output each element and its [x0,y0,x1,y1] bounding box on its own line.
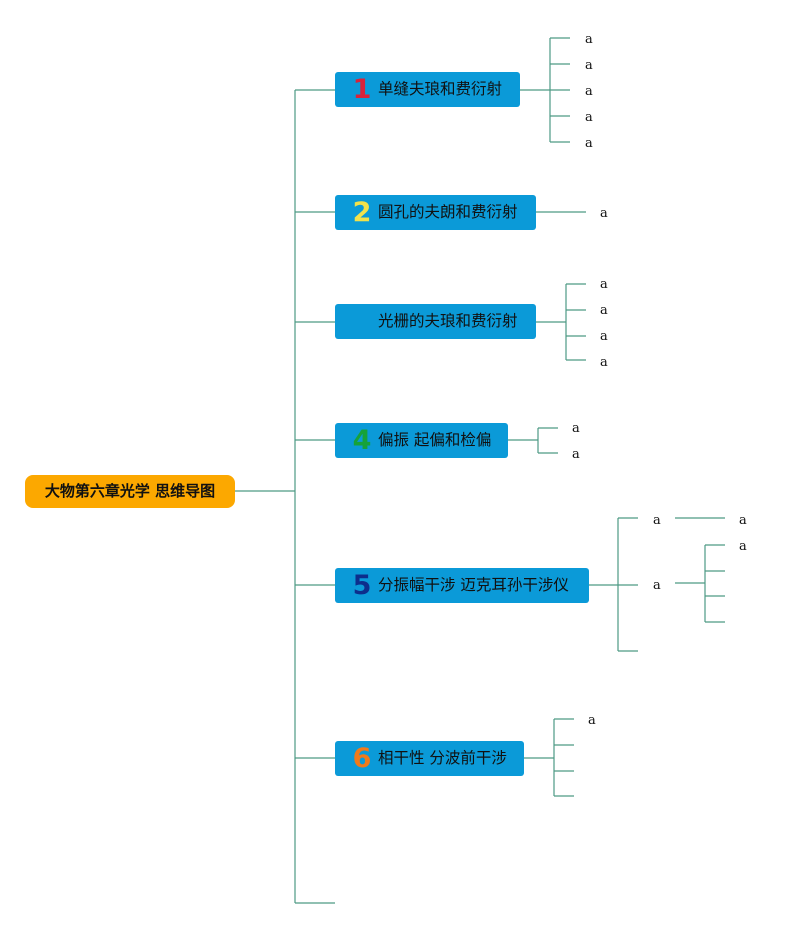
leaf-node[interactable]: a [585,32,593,47]
topic-3-label: 光栅的夫琅和费衍射 [378,312,518,330]
leaf-node[interactable]: a [588,713,596,728]
leaf-node[interactable]: a [600,206,608,221]
leaf-node[interactable]: a [600,329,608,344]
topic-1[interactable]: 1 单缝夫琅和费衍射 [335,72,520,107]
leaf-node[interactable]: a [653,578,661,593]
leaf-node[interactable]: a [600,277,608,292]
topic-2-label: 圆孔的夫朗和费衍射 [378,203,518,221]
topic-1-label: 单缝夫琅和费衍射 [378,80,503,98]
number-2-icon: 2 [352,197,372,228]
topic-5-label: 分振幅干涉 迈克耳孙干涉仪 [378,576,569,594]
leaf-node[interactable]: a [572,421,580,436]
topic-6[interactable]: 6 相干性 分波前干涉 [335,741,524,776]
leaf-node[interactable]: a [600,303,608,318]
leaf-node[interactable]: a [585,84,593,99]
topic-3[interactable]: 光栅的夫琅和费衍射 [335,304,536,339]
leaf-node[interactable]: a [653,513,661,528]
topic-5[interactable]: 5 分振幅干涉 迈克耳孙干涉仪 [335,568,589,603]
leaf-node[interactable]: a [585,110,593,125]
topic-2[interactable]: 2 圆孔的夫朗和费衍射 [335,195,536,230]
number-5-icon: 5 [352,570,372,601]
leaf-node[interactable]: a [585,136,593,151]
number-4-icon: 4 [352,425,372,456]
number-6-icon: 6 [352,743,372,774]
topic-4-label: 偏振 起偏和检偏 [378,431,492,449]
topic-6-label: 相干性 分波前干涉 [378,749,507,767]
leaf-node[interactable]: a [572,447,580,462]
leaf-node[interactable]: a [585,58,593,73]
leaf-node[interactable]: a [739,513,747,528]
number-3-icon [349,304,375,339]
leaf-node[interactable]: a [600,355,608,370]
number-1-icon: 1 [352,74,372,105]
leaf-node[interactable]: a [739,539,747,554]
root-topic[interactable]: 大物第六章光学 思维导图 [25,475,235,508]
topic-4[interactable]: 4 偏振 起偏和检偏 [335,423,508,458]
